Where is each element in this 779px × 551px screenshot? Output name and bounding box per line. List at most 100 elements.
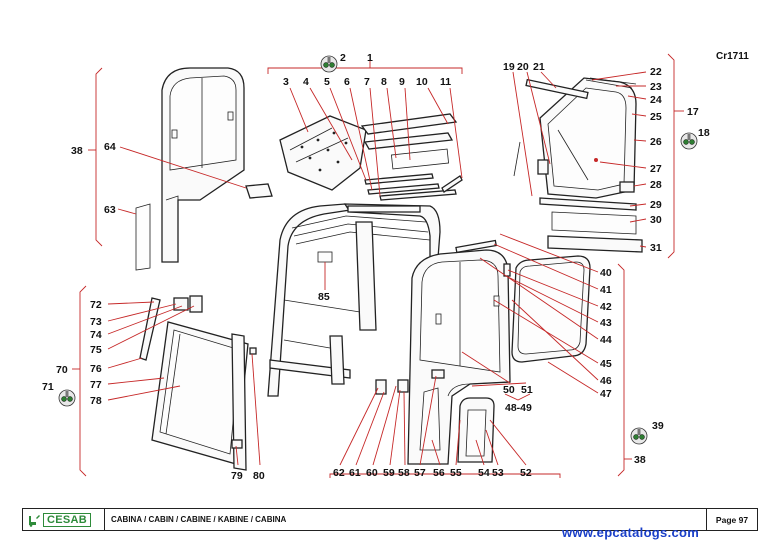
leader-10 bbox=[427, 87, 449, 125]
callout-25: 25 bbox=[650, 111, 662, 123]
callout-4: 4 bbox=[303, 76, 309, 88]
handle-57 bbox=[431, 369, 445, 379]
callout-17: 17 bbox=[687, 106, 699, 118]
title-block: CESAB CABINA / CABIN / CABINE / KABINE /… bbox=[22, 508, 758, 531]
leader-9 bbox=[404, 87, 411, 161]
leader-57 bbox=[419, 375, 437, 466]
bracket-79 bbox=[231, 439, 243, 449]
callout-2: 2 bbox=[340, 52, 346, 64]
callout-6: 6 bbox=[344, 76, 350, 88]
leader-61 bbox=[355, 391, 385, 466]
leader-75 bbox=[107, 305, 195, 350]
leader-7 bbox=[369, 87, 381, 197]
hardware-kit-icon bbox=[680, 132, 698, 150]
leader-56 bbox=[431, 439, 441, 466]
callout-19: 19 bbox=[503, 61, 515, 73]
leader-group-1 bbox=[267, 67, 463, 74]
callout-8: 8 bbox=[381, 76, 387, 88]
leader-11 bbox=[449, 87, 463, 179]
leader-52 bbox=[489, 419, 527, 466]
rear-window-frame bbox=[525, 77, 637, 199]
callout-85: 85 bbox=[318, 291, 330, 303]
callout-61: 61 bbox=[349, 467, 361, 479]
callout-3: 3 bbox=[283, 76, 289, 88]
callout-56: 56 bbox=[433, 467, 445, 479]
leader-55 bbox=[455, 419, 461, 466]
latch-assembly-73-75 bbox=[139, 295, 203, 361]
callout-47: 47 bbox=[600, 388, 612, 400]
callout-5: 5 bbox=[324, 76, 330, 88]
leader-48-49 bbox=[504, 393, 531, 401]
leader-5 bbox=[329, 87, 367, 181]
callout-75: 75 bbox=[90, 344, 102, 356]
callout-70: 70 bbox=[56, 364, 68, 376]
leader-group-38-right bbox=[617, 263, 625, 477]
leader-group-17 bbox=[667, 53, 675, 259]
callout-38-left: 38 bbox=[71, 145, 83, 157]
callout-60: 60 bbox=[366, 467, 378, 479]
latch-28 bbox=[619, 181, 635, 193]
callout-39: 39 bbox=[652, 420, 664, 432]
callout-20: 20 bbox=[517, 61, 529, 73]
leader-50 bbox=[461, 351, 511, 384]
callout-41: 41 bbox=[600, 284, 612, 296]
callout-54: 54 bbox=[478, 467, 490, 479]
callout-38-right: 38 bbox=[634, 454, 646, 466]
callout-45: 45 bbox=[600, 358, 612, 370]
leader-54 bbox=[475, 439, 485, 466]
leader-80 bbox=[251, 353, 261, 466]
callout-59: 59 bbox=[383, 467, 395, 479]
callout-78: 78 bbox=[90, 395, 102, 407]
callout-10: 10 bbox=[416, 76, 428, 88]
callout-62: 62 bbox=[333, 467, 345, 479]
leader-60 bbox=[372, 385, 397, 466]
leader-group-70 bbox=[79, 285, 87, 477]
callout-71: 71 bbox=[42, 381, 54, 393]
leader-group-bottom bbox=[329, 473, 561, 478]
callout-24: 24 bbox=[650, 94, 662, 106]
callout-31: 31 bbox=[650, 242, 662, 254]
leader-28 bbox=[633, 183, 647, 187]
leader-73 bbox=[107, 303, 177, 322]
leader-21 bbox=[540, 71, 557, 89]
callout-63: 63 bbox=[104, 204, 116, 216]
callout-43: 43 bbox=[600, 317, 612, 329]
leader-27 bbox=[599, 161, 647, 169]
leader-47 bbox=[547, 361, 599, 394]
callout-53: 53 bbox=[492, 467, 504, 479]
callout-58: 58 bbox=[398, 467, 410, 479]
callout-42: 42 bbox=[600, 301, 612, 313]
callout-28: 28 bbox=[650, 179, 662, 191]
left-door-panel bbox=[161, 67, 245, 263]
hardware-kit-icon bbox=[58, 389, 76, 407]
lock-62 bbox=[375, 379, 387, 395]
callout-55: 55 bbox=[450, 467, 462, 479]
strip-31 bbox=[547, 235, 643, 253]
callout-27: 27 bbox=[650, 163, 662, 175]
callout-30: 30 bbox=[650, 214, 662, 226]
leader-76 bbox=[107, 357, 143, 369]
leader-22 bbox=[591, 71, 647, 81]
leader-72 bbox=[107, 301, 155, 305]
leader-78 bbox=[107, 385, 181, 401]
callout-80: 80 bbox=[253, 470, 265, 482]
leader-46 bbox=[511, 299, 599, 381]
leader-64 bbox=[119, 146, 247, 189]
leader-44 bbox=[479, 257, 599, 340]
callout-18: 18 bbox=[698, 127, 710, 139]
callout-57: 57 bbox=[414, 467, 426, 479]
callout-51: 51 bbox=[521, 384, 533, 396]
leader-40 bbox=[499, 233, 599, 273]
callout-52: 52 bbox=[520, 467, 532, 479]
leader-19 bbox=[512, 71, 533, 197]
leader-20 bbox=[526, 71, 551, 165]
screw-80 bbox=[249, 347, 257, 355]
lower-glass-54 bbox=[465, 409, 487, 457]
drawing-code: Cr1711 bbox=[716, 51, 749, 62]
callout-29: 29 bbox=[650, 199, 662, 211]
cesab-forklift-logo-icon bbox=[29, 514, 40, 527]
strut-19 bbox=[513, 141, 521, 177]
callout-73: 73 bbox=[90, 316, 102, 328]
seal-29 bbox=[539, 197, 637, 211]
hardware-kit-icon bbox=[320, 55, 338, 73]
